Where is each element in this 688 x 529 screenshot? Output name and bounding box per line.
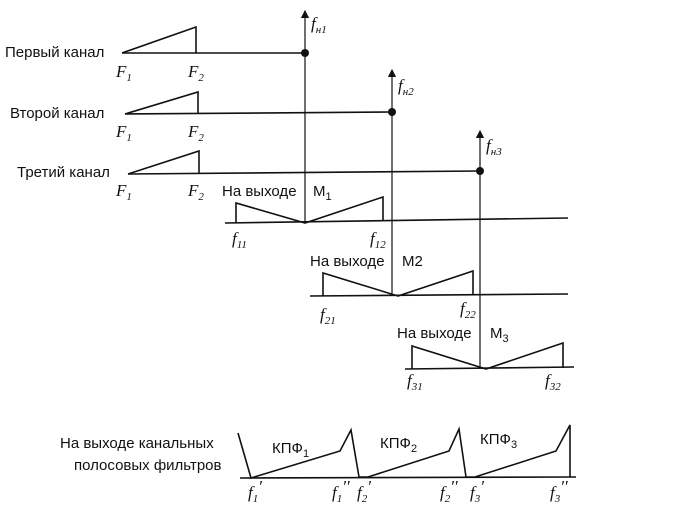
- channel-3-f-high: F2: [187, 181, 204, 203]
- filter-freq-2-high: f2′′: [440, 477, 458, 505]
- output-1-mod: M1: [313, 183, 332, 203]
- filter-3-name: КПФ3: [480, 431, 517, 451]
- channel-2-f-high: F2: [187, 122, 204, 144]
- filter-1-name: КПФ1: [272, 440, 309, 460]
- output-2-f-b: f22: [460, 299, 476, 321]
- channel-3-f-low: F1: [115, 181, 132, 203]
- output-1-f-a: f11: [232, 229, 247, 251]
- channel-1-f-high: F2: [187, 62, 204, 84]
- output-1-axis: [224, 217, 569, 224]
- output-1-sidebands: [235, 195, 384, 224]
- filter-freq-2-low: f2′: [357, 477, 371, 505]
- filter-freq-1-high: f1′′: [332, 477, 350, 505]
- channel-1-label: Первый канал: [5, 44, 104, 61]
- channel-2-label: Второй канал: [10, 105, 104, 122]
- filter-2-name: КПФ2: [380, 435, 417, 455]
- channel-3-spectrum: [127, 149, 200, 175]
- channel-2-spectrum: [124, 90, 199, 115]
- carrier-2-label: fн2: [398, 76, 414, 98]
- filters-label-line2: полосовых фильтров: [74, 457, 221, 474]
- channel-3-label: Третий канал: [17, 164, 110, 181]
- output-2-axis: [309, 293, 569, 297]
- output-2-mod: M2: [402, 253, 423, 270]
- channel-2-f-low: F1: [115, 122, 132, 144]
- filters-response: [237, 424, 571, 480]
- channel-2: Второй канал F1 F2 fн2: [10, 68, 414, 296]
- output-1-f-b: f12: [370, 229, 386, 251]
- output-m1: На выходе M1 f11 f12: [222, 183, 569, 251]
- output-2-sidebands: [322, 269, 474, 297]
- filters-label-line1: На выходе канальных: [60, 435, 214, 452]
- output-3-f-b: f32: [545, 371, 561, 393]
- output-1-label: На выходе: [222, 183, 297, 200]
- filter-freq-1-low: f1′: [248, 477, 262, 505]
- output-2-label: На выходе: [310, 253, 385, 270]
- output-2-f-a: f21: [320, 305, 336, 327]
- filter-freq-3-low: f3′: [470, 477, 484, 505]
- output-m3: На выходе M3 f31 f32: [397, 325, 575, 393]
- channel-3: Третий канал F1 F2 fн3: [17, 129, 502, 368]
- output-3-mod: M3: [490, 325, 509, 345]
- carrier-1-label: fн1: [311, 14, 327, 36]
- channel-2-axis: [124, 111, 393, 115]
- output-3-sidebands: [411, 341, 564, 370]
- carrier-3-label: fн3: [486, 136, 502, 158]
- channel-1: Первый канал F1 F2 fн1: [5, 9, 327, 223]
- channel-1-f-low: F1: [115, 62, 132, 84]
- filters-axis: [239, 476, 577, 479]
- output-3-f-a: f31: [407, 371, 423, 393]
- filter-freq-3-high: f3′′: [550, 477, 568, 505]
- channel-1-spectrum: [121, 25, 197, 54]
- channel-3-axis: [127, 170, 481, 175]
- output-m2: На выходе M2 f21 f22: [309, 253, 569, 327]
- output-3-label: На выходе: [397, 325, 472, 342]
- filter-outputs: На выходе канальных полосовых фильтров К…: [60, 424, 577, 505]
